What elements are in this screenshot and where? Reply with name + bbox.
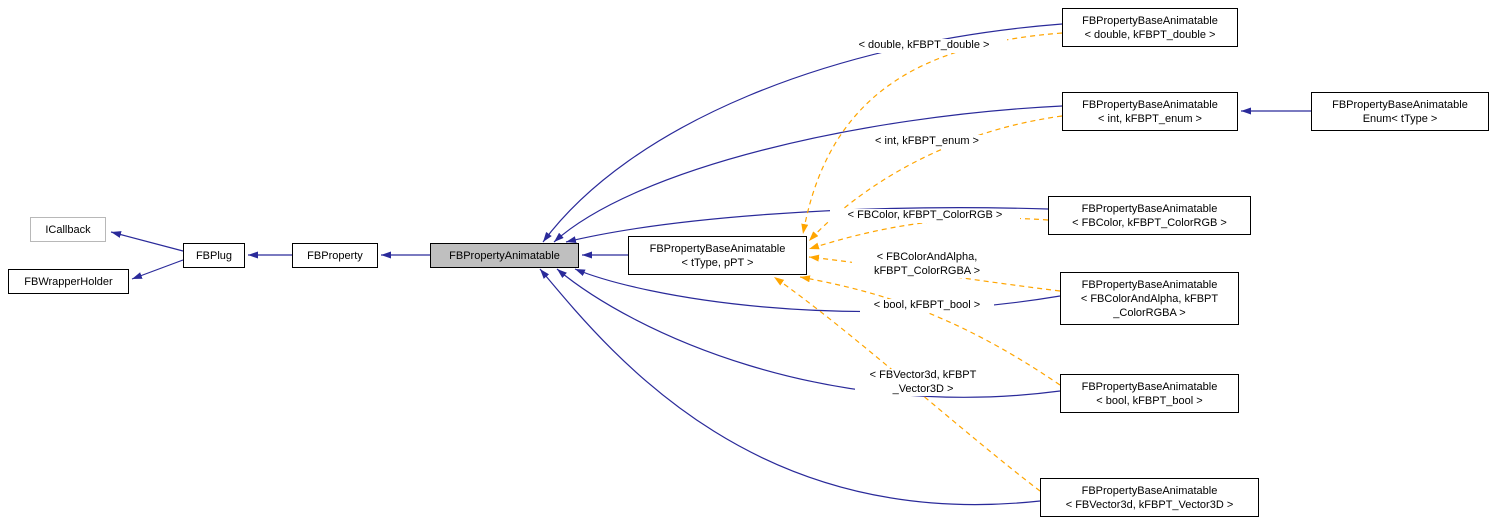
- node-label-line: < FBColor, kFBPT_ColorRGB >: [1072, 216, 1227, 229]
- edge-label-line: < double, kFBPT_double >: [858, 39, 990, 51]
- node-label-line: _ColorRGBA >: [1113, 306, 1186, 319]
- node-label-line: FBPropertyBaseAnimatable: [1082, 14, 1218, 27]
- edge-label-line: < FBVector3d, kFBPT: [869, 369, 977, 381]
- edge-label-vector3d: < FBVector3d, kFBPT _Vector3D >: [855, 369, 991, 396]
- node-label-line: Enum< tType >: [1362, 112, 1438, 125]
- edge-label-line: < FBColor, kFBPT_ColorRGB >: [847, 209, 1003, 221]
- node-label-line: FBPropertyBaseAnimatable: [1081, 278, 1218, 291]
- node-label-line: FBPropertyBaseAnimatable: [1081, 484, 1218, 497]
- node-fbpropertybaseanimatable-int-enum[interactable]: FBPropertyBaseAnimatable < int, kFBPT_en…: [1062, 92, 1238, 131]
- edge-label-line: < bool, kFBPT_bool >: [873, 299, 981, 311]
- edge-template-double: [801, 32, 1063, 235]
- node-fbpropertybaseanimatable-bool[interactable]: FBPropertyBaseAnimatable < bool, kFBPT_b…: [1060, 374, 1239, 413]
- edge-label-double: < double, kFBPT_double >: [841, 39, 1007, 53]
- edge-inheritance-bool-fbpropertyanimatable: [556, 268, 1061, 398]
- node-label-line: FBPlug: [195, 249, 233, 262]
- node-label-line: < int, kFBPT_enum >: [1098, 112, 1202, 125]
- edge-label-bool: < bool, kFBPT_bool >: [860, 299, 994, 313]
- edge-label-line: _Vector3D >: [892, 382, 954, 395]
- edge-inheritance-vector3d-fbpropertyanimatable: [539, 268, 1041, 506]
- edge-label-color-rgb: < FBColor, kFBPT_ColorRGB >: [830, 209, 1020, 223]
- node-label-line: < FBVector3d, kFBPT_Vector3D >: [1065, 498, 1234, 511]
- edge-label-line: < FBColorAndAlpha,: [876, 251, 978, 263]
- edge-inheritance-int-fbpropertyanimatable: [553, 105, 1063, 243]
- node-label-line: FBProperty: [307, 249, 363, 262]
- node-label-line: < FBColorAndAlpha, kFBPT: [1080, 292, 1219, 305]
- node-icallback: ICallback: [30, 217, 106, 242]
- node-fbwrapperholder[interactable]: FBWrapperHolder: [8, 269, 129, 294]
- edge-label-int-enum: < int, kFBPT_enum >: [862, 135, 992, 149]
- node-label-line: FBPropertyBaseAnimatable: [1082, 98, 1218, 111]
- edge-template-colorrgb: [808, 217, 1049, 250]
- edge-inheritance-fbplug-fbwrapperholder: [131, 259, 184, 280]
- node-fbproperty[interactable]: FBProperty: [292, 243, 378, 268]
- node-fbpropertybaseanimatable-vector3d[interactable]: FBPropertyBaseAnimatable < FBVector3d, k…: [1040, 478, 1259, 517]
- node-label-line: ICallback: [45, 223, 91, 236]
- node-fbplug[interactable]: FBPlug: [183, 243, 245, 268]
- node-fbpropertybaseanimatable-double[interactable]: FBPropertyBaseAnimatable < double, kFBPT…: [1062, 8, 1238, 47]
- node-label-line: FBPropertyBaseAnimatable: [1081, 380, 1218, 393]
- edge-inheritance-colorrgb-fbpropertyanimatable: [565, 207, 1049, 244]
- edge-label-line: kFBPT_ColorRGBA >: [873, 264, 981, 277]
- node-label-line: FBPropertyBaseAnimatable: [1332, 98, 1468, 111]
- node-label-line: < double, kFBPT_double >: [1084, 28, 1216, 41]
- edge-label-line: < int, kFBPT_enum >: [875, 135, 979, 147]
- node-label-line: < tType, pPT >: [681, 256, 754, 269]
- edge-inheritance-double-fbpropertyanimatable: [542, 23, 1063, 243]
- node-label-line: < bool, kFBPT_bool >: [1096, 394, 1203, 407]
- node-fbpropertybaseanimatable-colorrgb[interactable]: FBPropertyBaseAnimatable < FBColor, kFBP…: [1048, 196, 1251, 235]
- node-fbpropertyanimatable[interactable]: FBPropertyAnimatable: [430, 243, 579, 268]
- node-label-line: FBPropertyAnimatable: [449, 249, 560, 262]
- node-label-line: FBPropertyBaseAnimatable: [649, 242, 786, 255]
- node-fbpropertybaseanimatable-template[interactable]: FBPropertyBaseAnimatable < tType, pPT >: [628, 236, 807, 275]
- node-label-line: FBPropertyBaseAnimatable: [1081, 202, 1218, 215]
- node-fbpropertybaseanimatable-colorrgba[interactable]: FBPropertyBaseAnimatable < FBColorAndAlp…: [1060, 272, 1239, 325]
- edge-label-color-rgba: < FBColorAndAlpha, kFBPT_ColorRGBA >: [852, 251, 1002, 278]
- edge-inheritance-fbplug-icallback: [110, 231, 184, 252]
- node-fbpropertybaseanimatableenum[interactable]: FBPropertyBaseAnimatable Enum< tType >: [1311, 92, 1489, 131]
- node-label-line: FBWrapperHolder: [24, 275, 113, 288]
